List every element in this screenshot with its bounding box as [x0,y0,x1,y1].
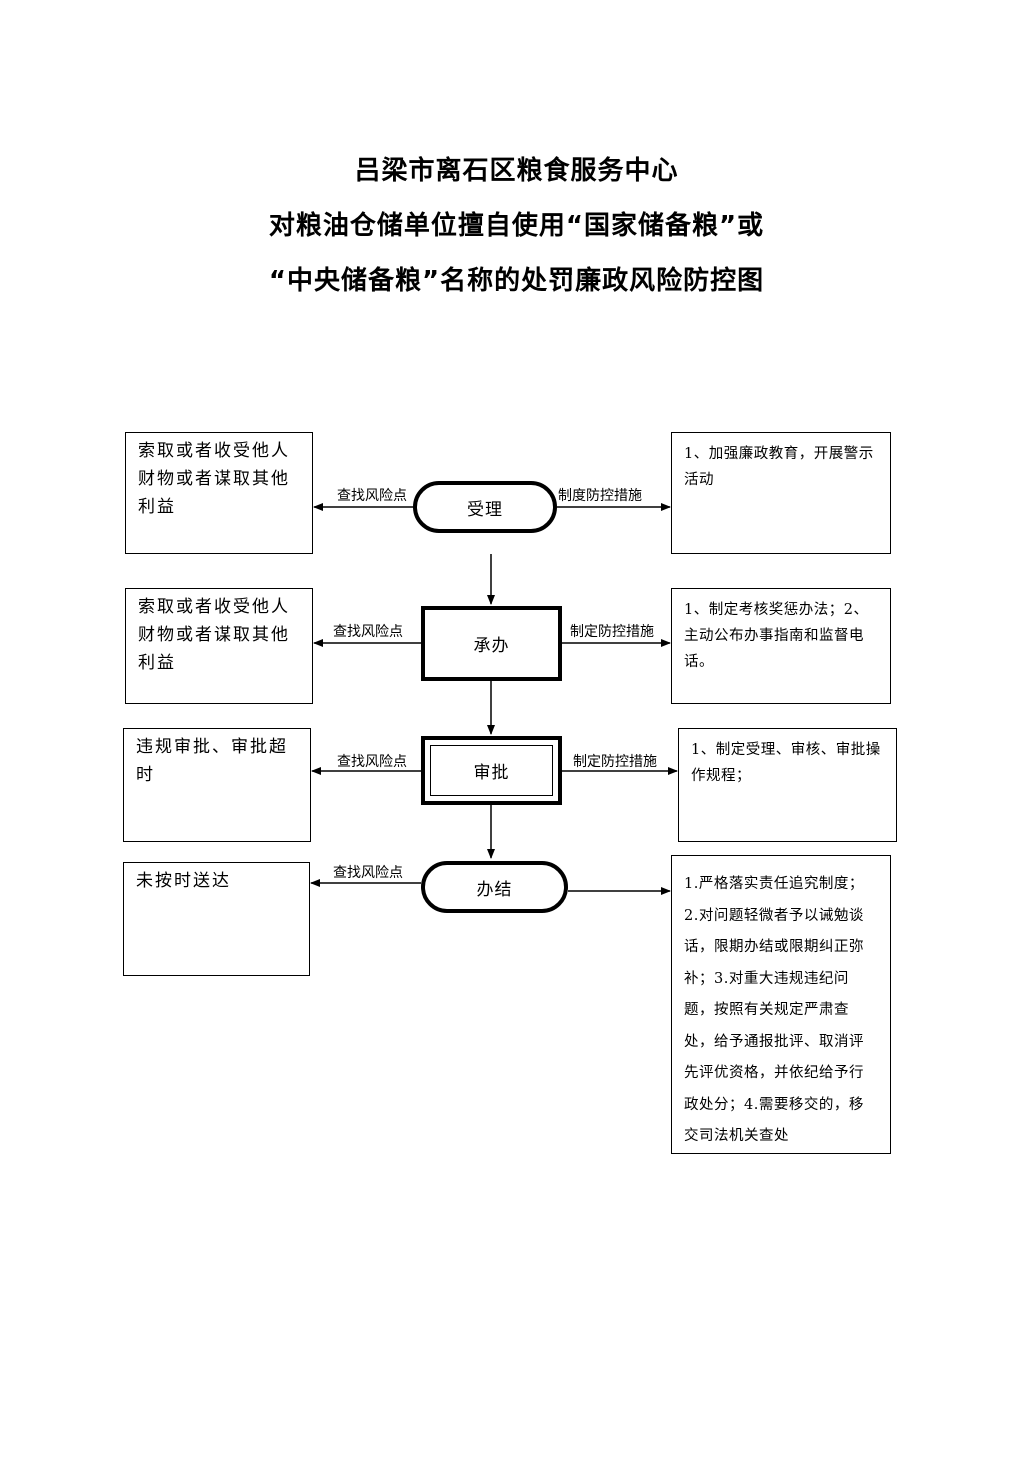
node-finish: 办结 [421,861,568,913]
measure-box-accept: 1、加强廉政教育，开展警示活动 [671,432,891,554]
measure-box-finish: 1.严格落实责任追究制度；2.对问题轻微者予以诫勉谈话，限期办结或限期纠正弥补；… [671,855,891,1154]
node-handle-label: 承办 [473,636,510,656]
node-accept-label: 受理 [467,499,503,520]
risk-box-handle: 索取或者收受他人财物或者谋取其他利益 [125,588,313,704]
node-approve-label: 审批 [473,763,510,783]
node-approve-inner: 审批 [430,745,553,796]
page-title-line-1: 吕梁市离石区粮食服务中心 [354,156,679,186]
label-find-risk-2: 查找风险点 [333,624,403,640]
measure-box-handle: 1、制定考核奖惩办法；2、主动公布办事指南和监督电话。 [671,588,891,704]
risk-box-approve: 违规审批、审批超时 [123,728,311,842]
label-measures-1: 制度防控措施 [558,488,642,504]
label-measures-2: 制定防控措施 [570,624,654,640]
label-find-risk-1: 查找风险点 [337,488,407,504]
page-title-line-2: 对粮油仓储单位擅自使用“国家储备粮”或 [268,211,765,241]
node-finish-label: 办结 [476,879,513,900]
label-find-risk-4: 查找风险点 [333,865,403,881]
label-measures-3: 制定防控措施 [573,754,657,770]
risk-box-finish: 未按时送达 [123,862,310,976]
label-find-risk-3: 查找风险点 [337,754,407,770]
node-handle: 承办 [421,606,562,681]
risk-box-accept: 索取或者收受他人财物或者谋取其他利益 [125,432,313,554]
node-accept: 受理 [413,481,557,533]
measure-box-approve: 1、制定受理、审核、审批操作规程； [678,728,897,842]
node-approve: 审批 [421,736,562,805]
page-title-line-3: “中央储备粮”名称的处罚廉政风险防控图 [268,266,765,296]
